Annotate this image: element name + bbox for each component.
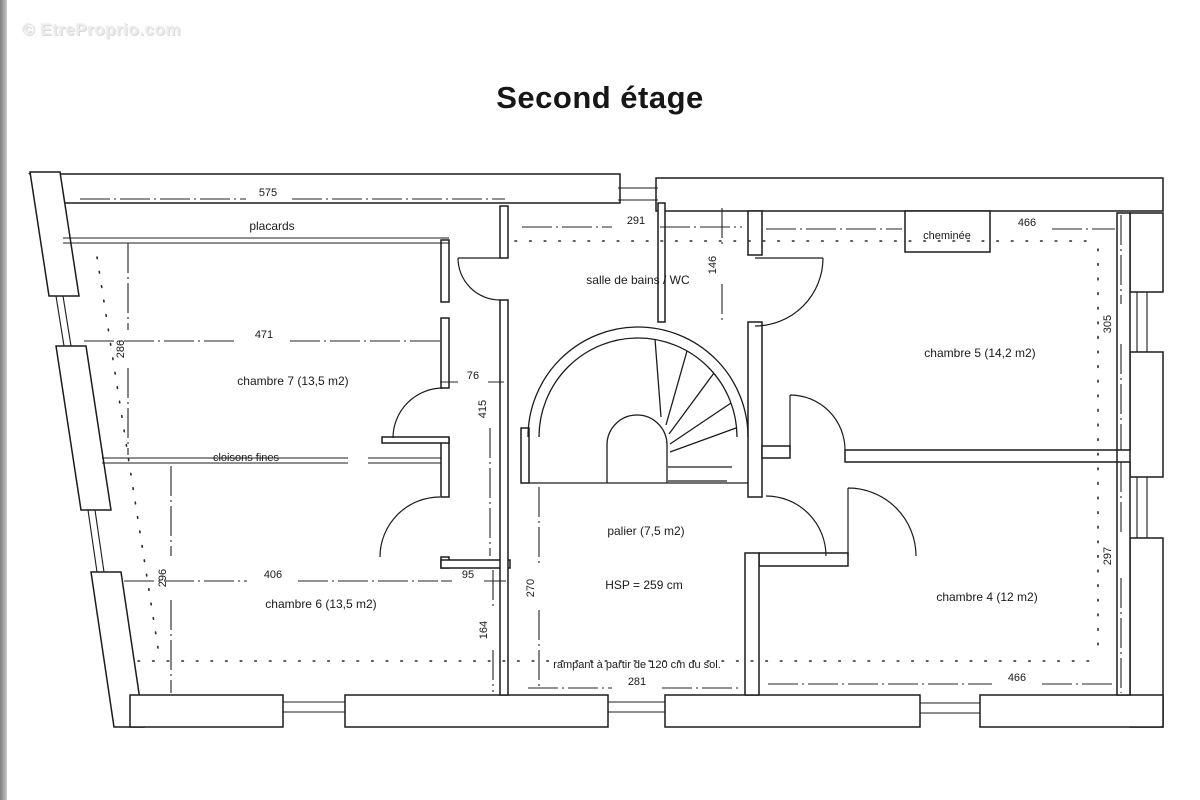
room-label-palier: palier (7,5 m2) bbox=[607, 524, 684, 538]
rampant-dotted-layer bbox=[96, 240, 1099, 662]
dim-label-95: 95 bbox=[462, 569, 474, 581]
dim-label-466-bottom: 466 bbox=[1008, 672, 1026, 684]
room-label-salle-de-bains: salle de bains / WC bbox=[586, 273, 690, 287]
room-label-chambre-7: chambre 7 (13,5 m2) bbox=[237, 374, 348, 388]
room-label-chambre-5: chambre 5 (14,2 m2) bbox=[924, 346, 1035, 360]
page-title: Second étage bbox=[496, 80, 704, 115]
windows-layer bbox=[55, 187, 1148, 714]
dim-label-296: 296 bbox=[157, 569, 169, 587]
dim-label-406: 406 bbox=[264, 569, 282, 581]
watermark: © EtreProprio.com bbox=[22, 20, 181, 39]
dim-label-291-top: 291 bbox=[627, 215, 645, 227]
dim-label-164: 164 bbox=[478, 621, 490, 639]
label-cheminee: cheminée bbox=[923, 230, 971, 242]
room-label-placards: placards bbox=[249, 219, 294, 233]
label-hsp: HSP = 259 cm bbox=[605, 578, 682, 592]
dimension-lines-layer bbox=[80, 198, 1122, 693]
scan-edge-artifact bbox=[0, 0, 7, 800]
label-rampant: rampant à partir de 120 cm du sol. bbox=[553, 659, 721, 671]
label-cloisons-fines: cloisons fines bbox=[213, 452, 280, 464]
dim-label-286: 286 bbox=[115, 340, 127, 358]
dim-label-76: 76 bbox=[467, 370, 479, 382]
dim-label-466-top: 466 bbox=[1018, 217, 1036, 229]
staircase bbox=[527, 326, 749, 484]
dim-label-471: 471 bbox=[255, 329, 273, 341]
dim-label-575-top: 575 bbox=[259, 187, 277, 199]
dim-label-415: 415 bbox=[477, 400, 489, 418]
dim-label-146: 146 bbox=[707, 256, 719, 274]
dim-label-305: 305 bbox=[1102, 315, 1114, 333]
walls-layer bbox=[27, 171, 1164, 728]
dim-label-270: 270 bbox=[525, 579, 537, 597]
dim-label-297: 297 bbox=[1102, 547, 1114, 565]
dim-label-281-bottom: 281 bbox=[628, 676, 646, 688]
room-label-chambre-4: chambre 4 (12 m2) bbox=[936, 590, 1037, 604]
doors-layer bbox=[379, 257, 917, 558]
labels-layer: placards chambre 7 (13,5 m2) salle de ba… bbox=[115, 187, 1114, 688]
room-label-chambre-6: chambre 6 (13,5 m2) bbox=[265, 597, 376, 611]
